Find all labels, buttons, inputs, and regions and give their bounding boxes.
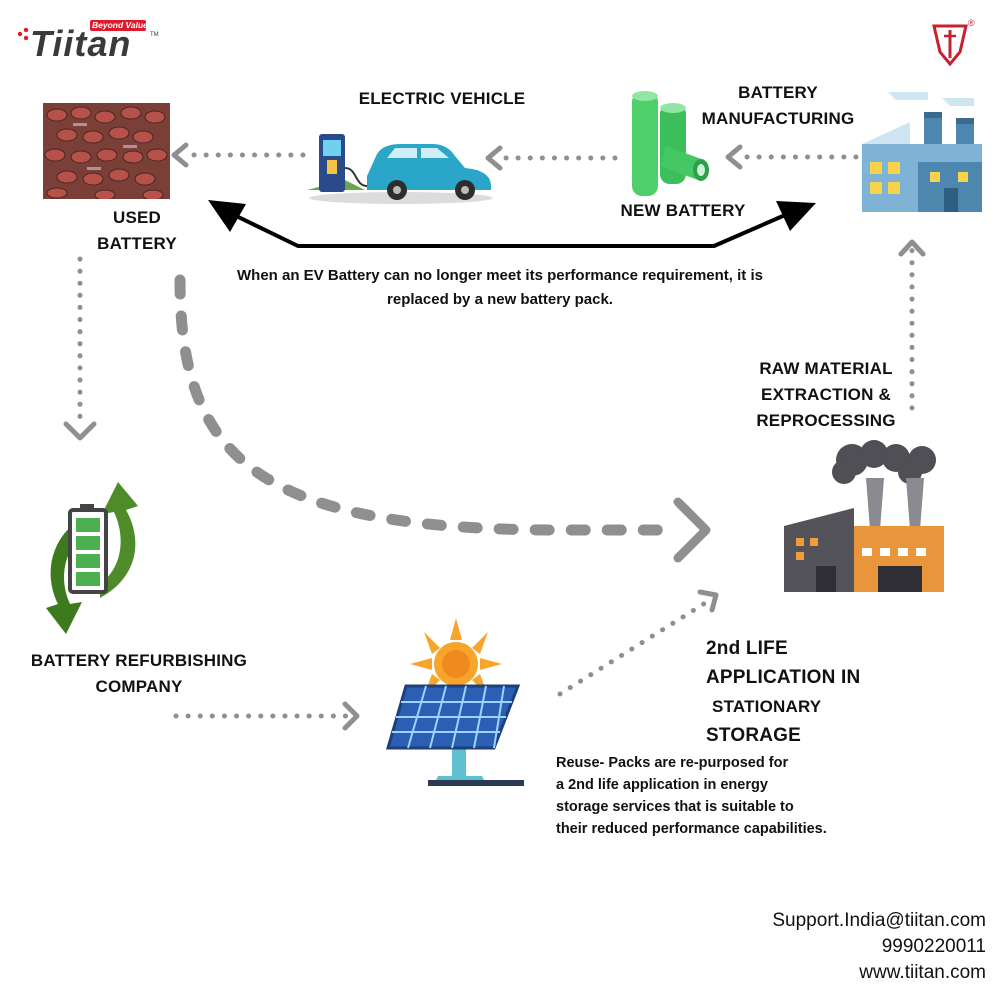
- registered-mark: ®: [968, 18, 975, 28]
- brand-trademark: TM: [150, 32, 159, 38]
- second-life-line1: 2nd LIFE: [706, 638, 788, 659]
- new-battery-label: NEW BATTERY: [620, 201, 746, 220]
- refurbishing-line2: COMPANY: [95, 677, 183, 696]
- battery-factory-icon: [858, 88, 982, 214]
- battery-manufacturing-line1: BATTERY: [738, 83, 818, 102]
- used-battery-pile-icon: [43, 103, 170, 201]
- second-life-line4: STORAGE: [706, 725, 802, 746]
- shield-emblem-icon: ®: [928, 18, 978, 68]
- new-battery-cells-icon: [624, 90, 712, 200]
- raw-material-line1: RAW MATERIAL: [759, 359, 893, 378]
- contact-phone[interactable]: 9990220011: [881, 936, 986, 957]
- second-life-line2: APPLICATION IN: [706, 667, 861, 688]
- solar-panel-icon: [386, 618, 526, 786]
- arrow-solar-to-secondlife: [557, 597, 713, 697]
- replacement-arrow: [227, 210, 793, 248]
- brand-tagline: Beyond Value: [92, 20, 148, 30]
- used-battery-label-line2: BATTERY: [97, 234, 177, 253]
- reuse-note-line2: a 2nd life application in energy: [556, 777, 768, 793]
- replacement-note-line2: replaced by a new battery pack.: [387, 291, 613, 308]
- second-life-line3: STATIONARY: [712, 697, 822, 716]
- used-battery-label: USED BATTERY: [82, 205, 192, 257]
- raw-material-label: RAW MATERIAL EXTRACTION & REPROCESSING: [742, 356, 910, 434]
- contact-website[interactable]: www.tiitan.com: [859, 962, 986, 983]
- contact-block: Support.India@tiitan.com 9990220011 www.…: [772, 908, 986, 986]
- used-battery-label-line1: USED: [112, 208, 162, 227]
- recycling-factory-icon: [782, 438, 946, 594]
- replacement-note: When an EV Battery can no longer meet it…: [0, 264, 1000, 312]
- brand-logo: Beyond Value Tiitan TM: [12, 18, 162, 64]
- ev-charging-car-icon: [305, 128, 497, 204]
- battery-refurbish-icon: [30, 480, 154, 636]
- raw-material-line2: EXTRACTION &: [761, 385, 891, 404]
- refurbishing-label: BATTERY REFURBISHING COMPANY: [14, 648, 264, 700]
- brand-name: Tiitan: [30, 23, 132, 64]
- reuse-note-line4: their reduced performance capabilities.: [556, 821, 827, 837]
- reuse-note: Reuse- Packs are re-purposed for a 2nd l…: [556, 752, 827, 840]
- replacement-note-line1: When an EV Battery can no longer meet it…: [237, 267, 763, 284]
- arrow-used-to-recycling: [174, 274, 666, 536]
- raw-material-line3: REPROCESSING: [756, 411, 896, 430]
- reuse-note-line1: Reuse- Packs are re-purposed for: [556, 755, 789, 771]
- contact-email[interactable]: Support.India@tiitan.com: [772, 910, 986, 931]
- refurbishing-line1: BATTERY REFURBISHING: [30, 651, 248, 670]
- battery-manufacturing-label: BATTERY MANUFACTURING: [690, 80, 866, 132]
- electric-vehicle-label: ELECTRIC VEHICLE: [358, 89, 526, 108]
- reuse-note-line3: storage services that is suitable to: [556, 799, 794, 815]
- second-life-label: 2nd LIFE APPLICATION IN STATIONARY STORA…: [706, 634, 906, 750]
- battery-manufacturing-line2: MANUFACTURING: [701, 109, 855, 128]
